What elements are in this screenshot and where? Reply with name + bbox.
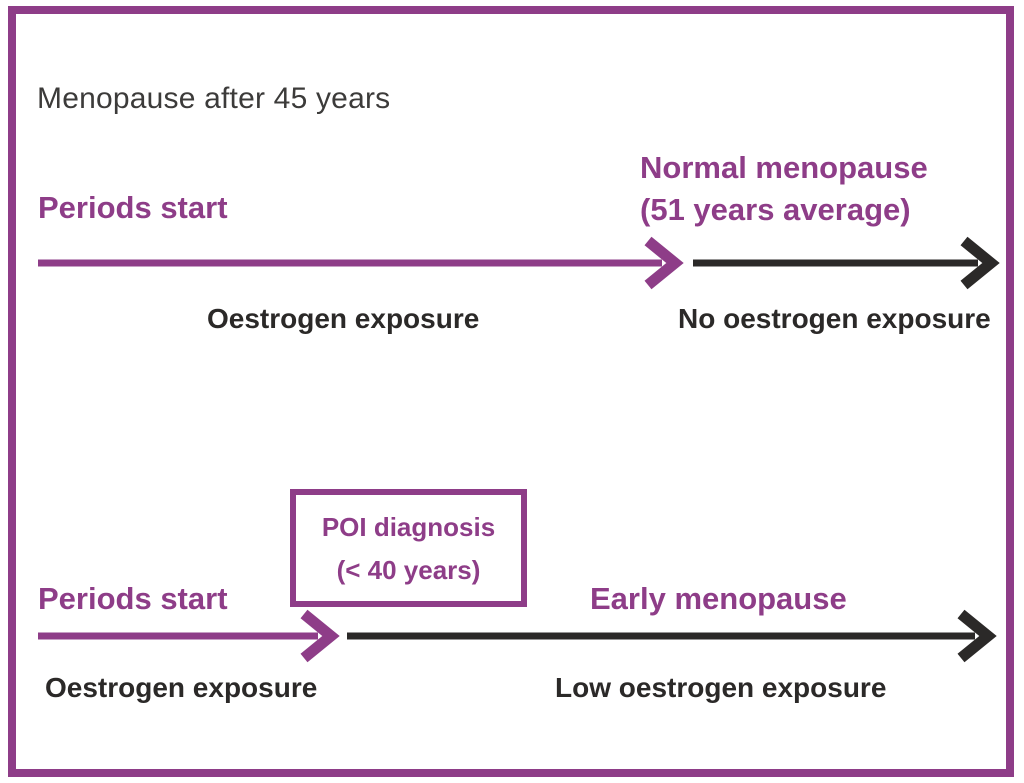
normal-menopause-label: Normal menopause (51 years average) <box>640 147 928 231</box>
poi-oestrogen-arrow <box>38 609 340 663</box>
normal-menopause-label-line1: Normal menopause <box>640 150 928 185</box>
poi-low-oestrogen-arrow <box>347 609 997 663</box>
poi-periods-start-label: Periods start <box>38 581 228 616</box>
figure-title: Menopause after 45 years <box>37 82 391 115</box>
normal-periods-start-label: Periods start <box>38 190 228 225</box>
poi-box-line2: (< 40 years) <box>336 554 481 585</box>
early-menopause-label: Early menopause <box>590 581 847 616</box>
poi-low-oestrogen-exposure-label: Low oestrogen exposure <box>555 672 887 703</box>
poi-box-line1: POI diagnosis <box>321 511 496 542</box>
figure-border <box>8 6 1014 777</box>
normal-oestrogen-arrow <box>38 236 684 290</box>
normal-menopause-label-line2: (51 years average) <box>640 192 911 227</box>
normal-oestrogen-exposure-label: Oestrogen exposure <box>207 303 480 334</box>
poi-oestrogen-exposure-label: Oestrogen exposure <box>45 672 318 703</box>
normal-no-oestrogen-arrow <box>693 236 1000 290</box>
normal-no-oestrogen-exposure-label: No oestrogen exposure <box>678 303 991 334</box>
poi-diagnosis-box: POI diagnosis (< 40 years) <box>290 489 527 607</box>
